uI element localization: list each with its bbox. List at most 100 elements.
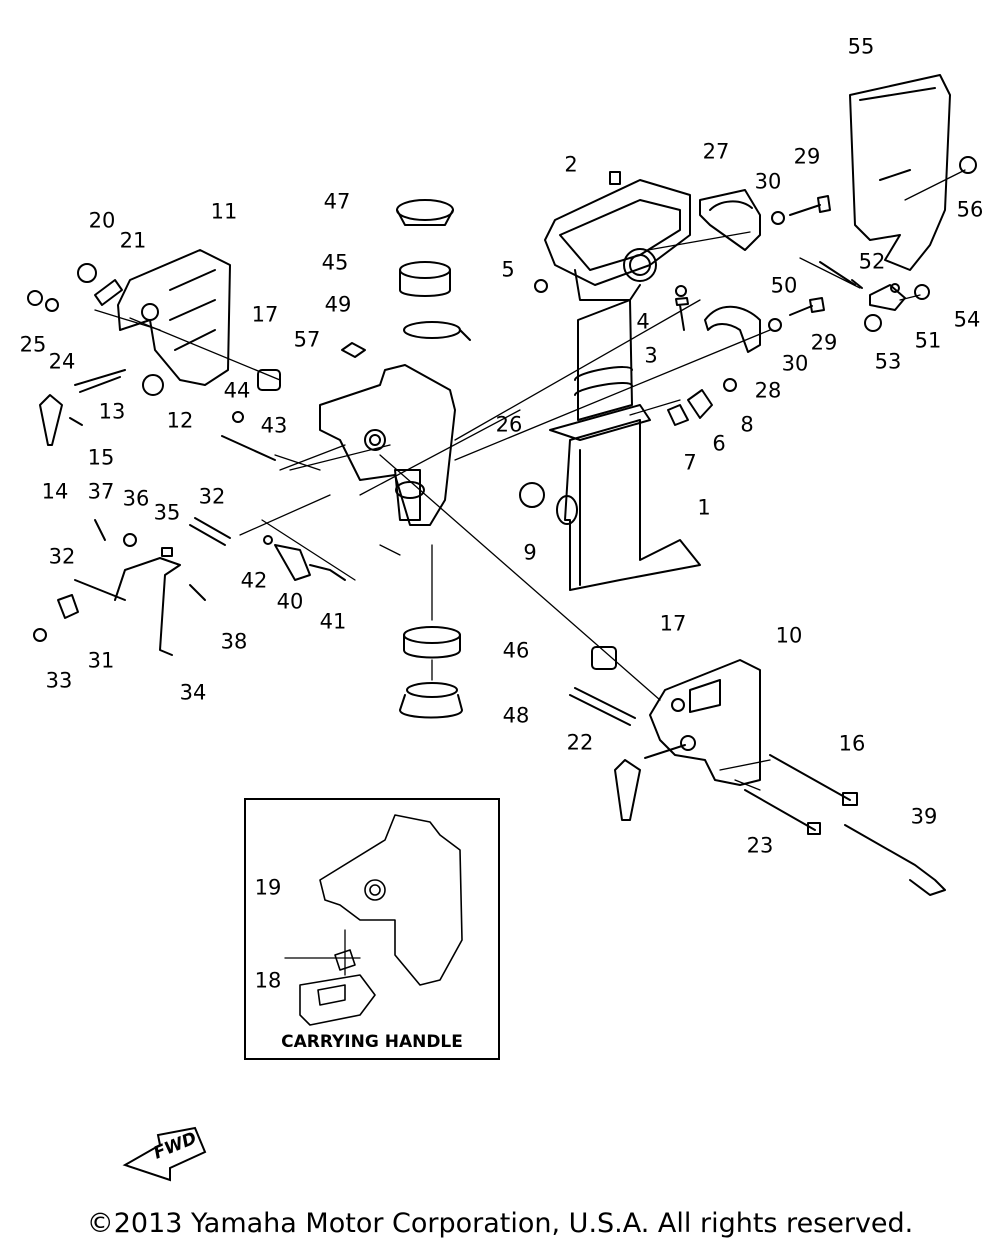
part-label-14: 14 (41, 479, 69, 504)
spring-37 (94, 519, 106, 541)
part-label-30-bottom: 30 (781, 351, 809, 376)
part-label-2: 2 (564, 152, 578, 177)
part-label-23: 23 (746, 833, 774, 858)
part-label-12: 12 (166, 408, 194, 433)
leader-lines (94, 169, 966, 976)
bushing-45 (399, 261, 451, 297)
part-label-10: 10 (775, 623, 803, 648)
bolt-29-bottom (789, 297, 825, 316)
clip-42 (263, 535, 273, 545)
part-label-1: 1 (697, 495, 711, 520)
bolt-50 (819, 261, 863, 289)
upper-casing (544, 171, 691, 301)
part-label-18: 18 (254, 968, 282, 993)
part-label-52: 52 (858, 249, 886, 274)
part-label-17-bottom: 17 (659, 611, 687, 636)
nut-52 (890, 283, 900, 293)
part-label-53: 53 (874, 349, 902, 374)
part-label-13: 13 (98, 399, 126, 424)
part-label-16: 16 (838, 731, 866, 756)
part-label-48: 48 (502, 703, 530, 728)
part-label-11: 11 (210, 199, 238, 224)
part-label-44: 44 (223, 378, 251, 403)
part-label-50: 50 (770, 273, 798, 298)
apron-55 (849, 74, 951, 271)
part-label-40: 40 (276, 589, 304, 614)
part-label-32-top: 32 (198, 484, 226, 509)
part-label-20: 20 (88, 208, 116, 233)
band-49 (403, 321, 471, 341)
part-label-45: 45 (321, 250, 349, 275)
bolt-5 (534, 279, 548, 293)
part-label-46: 46 (502, 638, 530, 663)
part-label-5: 5 (501, 257, 515, 282)
spring-38 (189, 584, 206, 601)
lever-34 (114, 557, 181, 656)
nut-54 (914, 284, 930, 300)
part-label-7: 7 (683, 450, 697, 475)
inset-caption: CARRYING HANDLE (281, 1032, 463, 1052)
part-label-56: 56 (956, 197, 984, 222)
part-label-26: 26 (495, 412, 523, 437)
washer-24 (45, 298, 59, 312)
part-label-4: 4 (636, 309, 650, 334)
nut-25 (27, 290, 43, 306)
fwd-arrow-icon (122, 1126, 207, 1182)
grommet-9 (519, 482, 545, 508)
copyright-notice: ©2013 Yamaha Motor Corporation, U.S.A. A… (86, 1208, 914, 1239)
shaft-32-top (189, 517, 231, 546)
handle-10 (614, 759, 641, 821)
part-label-24: 24 (48, 349, 76, 374)
part-label-15: 15 (87, 445, 115, 470)
shaft-32-bottom (74, 579, 126, 601)
plate-57 (341, 342, 366, 358)
part-label-27: 27 (702, 139, 730, 164)
part-label-31: 31 (87, 648, 115, 673)
bolt-16 (769, 754, 851, 801)
part-label-25: 25 (19, 332, 47, 357)
mount-clamp-27 (699, 189, 761, 251)
washer-4 (675, 285, 687, 297)
bracket-51 (869, 284, 906, 311)
screw-33 (33, 628, 47, 642)
part-label-36: 36 (122, 486, 150, 511)
bolt-3 (675, 297, 689, 331)
pad-12 (142, 374, 164, 396)
part-label-49: 49 (324, 292, 352, 317)
part-label-29-bottom: 29 (810, 330, 838, 355)
clamp-bracket-10 (649, 659, 761, 786)
plate-6 (687, 389, 713, 419)
screw-8 (723, 378, 737, 392)
part-label-33: 33 (45, 668, 73, 693)
part-label-41: 41 (319, 609, 347, 634)
bushing-17-top (257, 369, 281, 391)
pin-35 (161, 547, 173, 557)
part-label-34: 34 (179, 680, 207, 705)
bolt-23 (744, 789, 816, 831)
nut-20 (77, 263, 97, 283)
part-label-43: 43 (260, 413, 288, 438)
plate-7 (667, 404, 689, 426)
part-label-28: 28 (754, 378, 782, 403)
mount-clamp-28 (704, 305, 761, 353)
link-40 (274, 544, 311, 581)
grease-nipple-44 (232, 411, 244, 423)
clamp-bracket-11 (117, 249, 231, 386)
part-label-3: 3 (644, 343, 658, 368)
part-label-38: 38 (220, 629, 248, 654)
screw-13 (74, 369, 126, 393)
part-label-51: 51 (914, 328, 942, 353)
carrying-handle-inset: CARRYING HANDLE (244, 798, 500, 1060)
part-label-57: 57 (293, 327, 321, 352)
part-label-37: 37 (87, 479, 115, 504)
part-label-30-top: 30 (754, 169, 782, 194)
part-label-6: 6 (712, 431, 726, 456)
part-label-9: 9 (523, 540, 537, 565)
nut-56 (959, 156, 977, 174)
cap-53 (864, 314, 882, 332)
part-label-55: 55 (847, 34, 875, 59)
part-label-35: 35 (153, 500, 181, 525)
part-label-8: 8 (740, 412, 754, 437)
bushing-48 (399, 682, 463, 719)
part-label-22: 22 (566, 730, 594, 755)
